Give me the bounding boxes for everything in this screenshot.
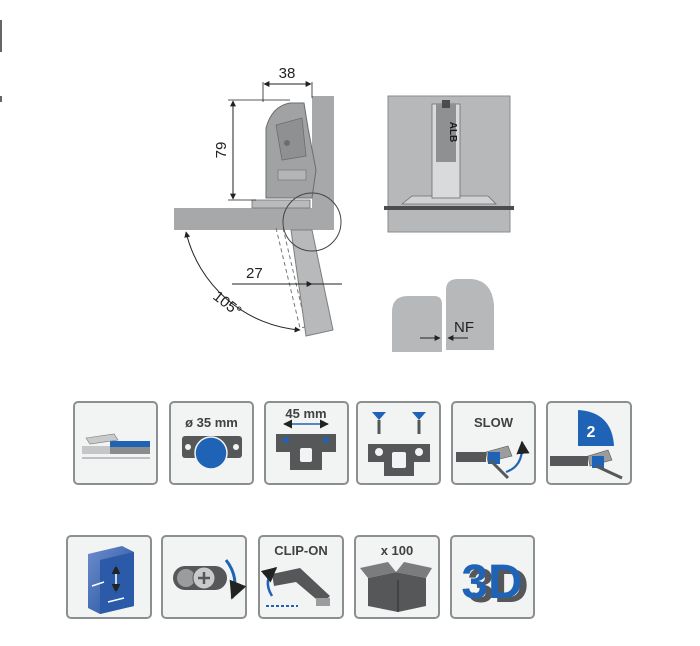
- soft-close-icon: SLOW: [451, 401, 536, 485]
- clip-on-label: CLIP-ON: [274, 543, 327, 558]
- clip-on-icon: CLIP-ON: [258, 535, 344, 619]
- three-d-label: 3D: [461, 556, 522, 609]
- front-panel-border: [387, 95, 511, 233]
- overlay-icon: [73, 401, 158, 485]
- front-hinge-arm-cover: [436, 104, 456, 162]
- cup-diameter-icon: ø 35 mm: [169, 401, 254, 485]
- cabinet-side-panel: [312, 96, 334, 208]
- svg-text:3D: 3D: [467, 560, 528, 613]
- front-base-line: [384, 206, 514, 210]
- screw-spacing-icon: 45 mm: [264, 401, 349, 485]
- opened-door: [290, 229, 334, 337]
- soft-close-label: SLOW: [474, 415, 514, 430]
- door-board: [174, 208, 334, 230]
- nf-detail: NF: [392, 279, 494, 352]
- dim-27-label: 27: [246, 265, 263, 282]
- screw-spacing-label: 45 mm: [285, 406, 326, 421]
- detail-circle: [282, 192, 342, 252]
- cam-adjust-icon: [161, 535, 247, 619]
- front-hinge-arm-screw: [442, 100, 450, 108]
- hinge-front-view: ALB: [384, 95, 514, 233]
- angle-arc: [184, 231, 301, 333]
- hinge-arm-plate: [277, 169, 307, 181]
- hinge-side-drawing: 38 79 27 105°: [174, 65, 342, 337]
- dim-79-label: 79: [213, 142, 230, 159]
- brand-label: ALB: [447, 122, 458, 143]
- pack-quantity-label: x 100: [381, 543, 414, 558]
- two-way-adjust-label: 2: [587, 424, 596, 441]
- height-adjust-icon: [66, 535, 152, 619]
- nf-label: NF: [454, 319, 474, 336]
- three-d-icon: 3D 3D: [450, 535, 535, 619]
- pack-quantity-icon: x 100: [354, 535, 440, 619]
- nf-cabinet-profile: [392, 296, 442, 352]
- cup-diameter-label: ø 35 mm: [185, 415, 238, 430]
- hinge-arm-detail: [275, 117, 307, 161]
- front-mount-plate: [400, 195, 497, 205]
- nf-door-profile: [446, 279, 494, 350]
- dim-38-label: 38: [279, 65, 296, 82]
- hinge-arm-screw: [284, 140, 290, 146]
- hinge-cup-base: [251, 199, 311, 209]
- angle-label: 105°: [210, 288, 245, 321]
- screw-mount-icon: [356, 401, 441, 485]
- two-way-adjust-icon: 2: [546, 401, 632, 485]
